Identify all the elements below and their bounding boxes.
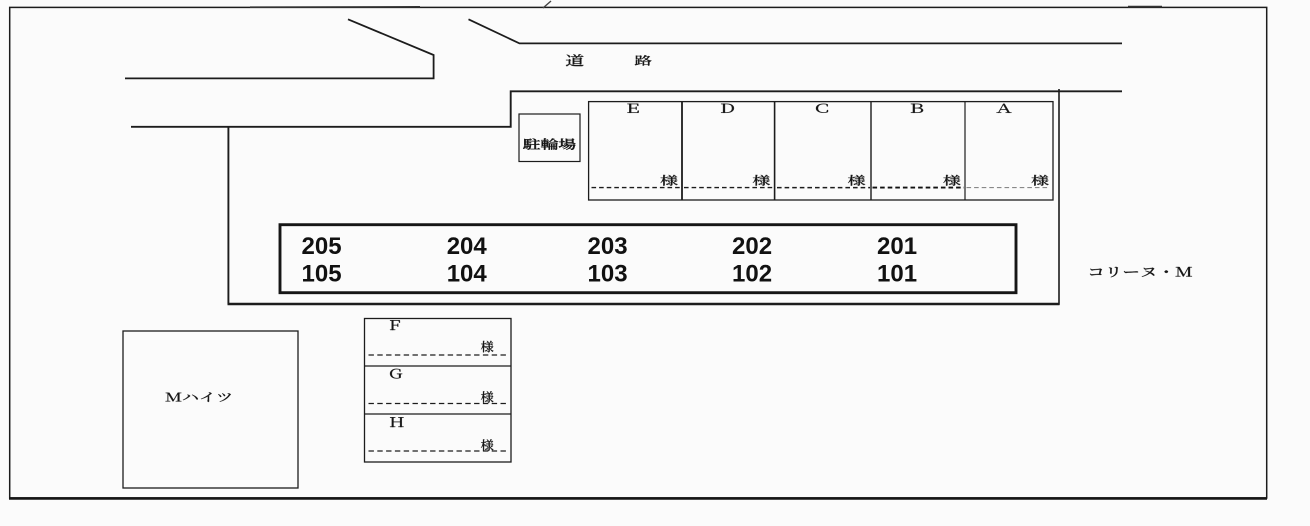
svg-text:204: 204 xyxy=(447,233,488,260)
svg-text:105: 105 xyxy=(302,261,342,288)
svg-text:103: 103 xyxy=(588,261,628,288)
svg-text:205: 205 xyxy=(302,233,342,260)
svg-text:202: 202 xyxy=(732,233,772,260)
svg-text:104: 104 xyxy=(447,261,488,288)
svg-text:102: 102 xyxy=(732,261,772,288)
svg-text:101: 101 xyxy=(877,261,917,288)
svg-text:203: 203 xyxy=(588,233,628,260)
svg-text:201: 201 xyxy=(877,233,917,260)
